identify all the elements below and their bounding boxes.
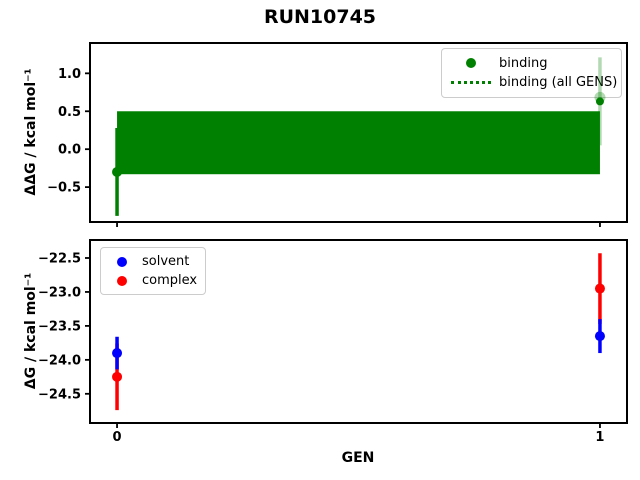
legend-entry-complex: complex <box>110 273 198 288</box>
bottom-axes: −22.5 −23.0 −23.5 −24.0 −24.5 0 1 <box>38 239 628 445</box>
complex-marker <box>112 371 123 382</box>
y-tick-label: −24.5 <box>38 387 81 402</box>
legend-label-binding-all-gens: binding (all GENS) <box>499 75 618 91</box>
y-tick-label: 0.0 <box>58 143 81 158</box>
top-axes: 1.0 0.5 0.0 −0.5 <box>47 42 628 227</box>
binding-dot-icon <box>466 58 476 69</box>
legend-label-binding: binding <box>499 55 548 71</box>
legend-handle <box>110 256 134 267</box>
top-legend: binding binding (all GENS) <box>441 48 622 98</box>
legend-handle <box>110 275 134 286</box>
legend-entry-binding: binding <box>451 56 612 71</box>
x-axis-label: GEN <box>341 450 375 466</box>
complex-dot-icon <box>117 275 127 286</box>
legend-entry-binding-all-gens: binding (all GENS) <box>451 75 617 90</box>
y-tick-label: −23.0 <box>38 285 81 300</box>
legend-handle <box>451 58 491 69</box>
binding-all-gens-dotted-line-icon <box>451 81 491 85</box>
solvent-marker <box>594 331 605 342</box>
x-tick-label: 0 <box>113 430 122 445</box>
y-tick-label: 1.0 <box>58 67 81 82</box>
y-tick-label: 0.5 <box>58 105 81 120</box>
figure-title: RUN10745 <box>263 6 377 28</box>
legend-entry-solvent: solvent <box>110 254 196 269</box>
y-tick-label: −0.5 <box>47 181 81 196</box>
x-tick-label: 1 <box>595 430 604 445</box>
all-gens-uncertainty-band <box>117 111 600 175</box>
bottom-axes-frame <box>89 239 628 424</box>
complex-marker <box>594 283 605 294</box>
legend-handle <box>451 81 491 85</box>
solvent-marker <box>112 348 123 359</box>
legend-label-solvent: solvent <box>142 254 190 269</box>
y-tick-label: −24.0 <box>38 353 81 368</box>
bottom-legend: solvent complex <box>100 247 206 295</box>
y-tick-label: −22.5 <box>38 251 81 266</box>
legend-label-complex: complex <box>142 273 198 288</box>
binding-marker <box>112 166 123 177</box>
top-axes-frame <box>89 42 628 223</box>
solvent-dot-icon <box>117 256 127 267</box>
binding-marker <box>595 97 604 106</box>
y-tick-label: −23.5 <box>38 319 81 334</box>
